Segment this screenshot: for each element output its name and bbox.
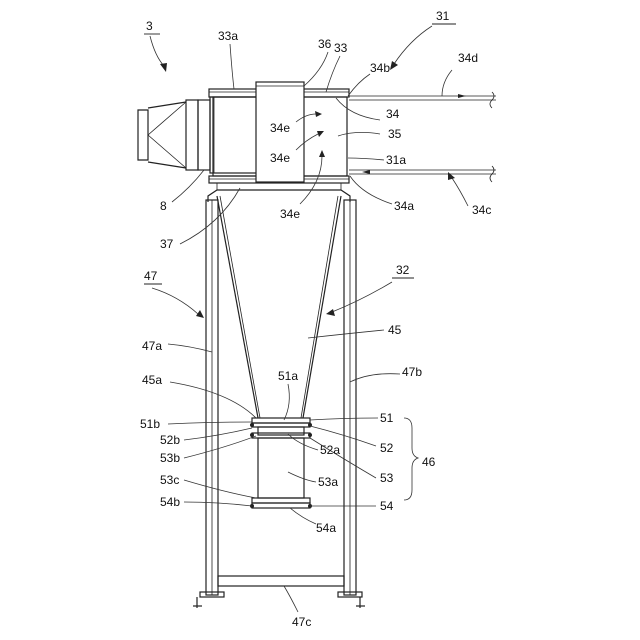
label-32: 32 (396, 263, 410, 277)
inlet-duct (138, 97, 260, 173)
label-3: 3 (146, 19, 153, 33)
label-52b: 52b (160, 433, 180, 447)
label-31: 31 (436, 9, 450, 23)
label-34: 34 (386, 107, 400, 121)
label-53c: 53c (160, 473, 179, 487)
label-47: 47 (144, 269, 158, 283)
label-33: 33 (334, 41, 348, 55)
label-34e-top: 34e (270, 121, 290, 135)
label-31a: 31a (386, 153, 406, 167)
label-33a: 33a (218, 29, 238, 43)
label-8: 8 (160, 199, 167, 213)
label-36: 36 (318, 37, 332, 51)
label-35: 35 (388, 127, 402, 141)
label-54a: 54a (316, 521, 336, 535)
label-53: 53 (380, 471, 394, 485)
label-51a: 51a (278, 369, 298, 383)
discharge-section (250, 418, 312, 508)
label-51: 51 (380, 411, 394, 425)
outer-casing (349, 92, 496, 182)
label-34c: 34c (472, 203, 491, 217)
label-45a: 45a (142, 373, 162, 387)
label-54b: 54b (160, 495, 180, 509)
reference-numerals: 3 33a 36 33 31 34b 34d 34 35 34e 34e 31a… (140, 9, 491, 629)
label-37: 37 (160, 237, 174, 251)
label-34b: 34b (370, 61, 390, 75)
label-34e-middle: 34e (270, 151, 290, 165)
label-34d: 34d (458, 51, 478, 65)
label-52a: 52a (320, 443, 340, 457)
support-frame (193, 200, 365, 608)
label-47b: 47b (402, 365, 422, 379)
label-45: 45 (388, 323, 402, 337)
label-54: 54 (380, 499, 394, 513)
label-53a: 53a (318, 475, 338, 489)
label-46: 46 (422, 455, 436, 469)
label-47c: 47c (292, 615, 311, 629)
label-34a: 34a (394, 199, 414, 213)
label-47a: 47a (142, 339, 162, 353)
label-53b: 53b (160, 451, 180, 465)
label-52: 52 (380, 441, 394, 455)
label-34e-bottom: 34e (280, 207, 300, 221)
label-51b: 51b (140, 417, 160, 431)
